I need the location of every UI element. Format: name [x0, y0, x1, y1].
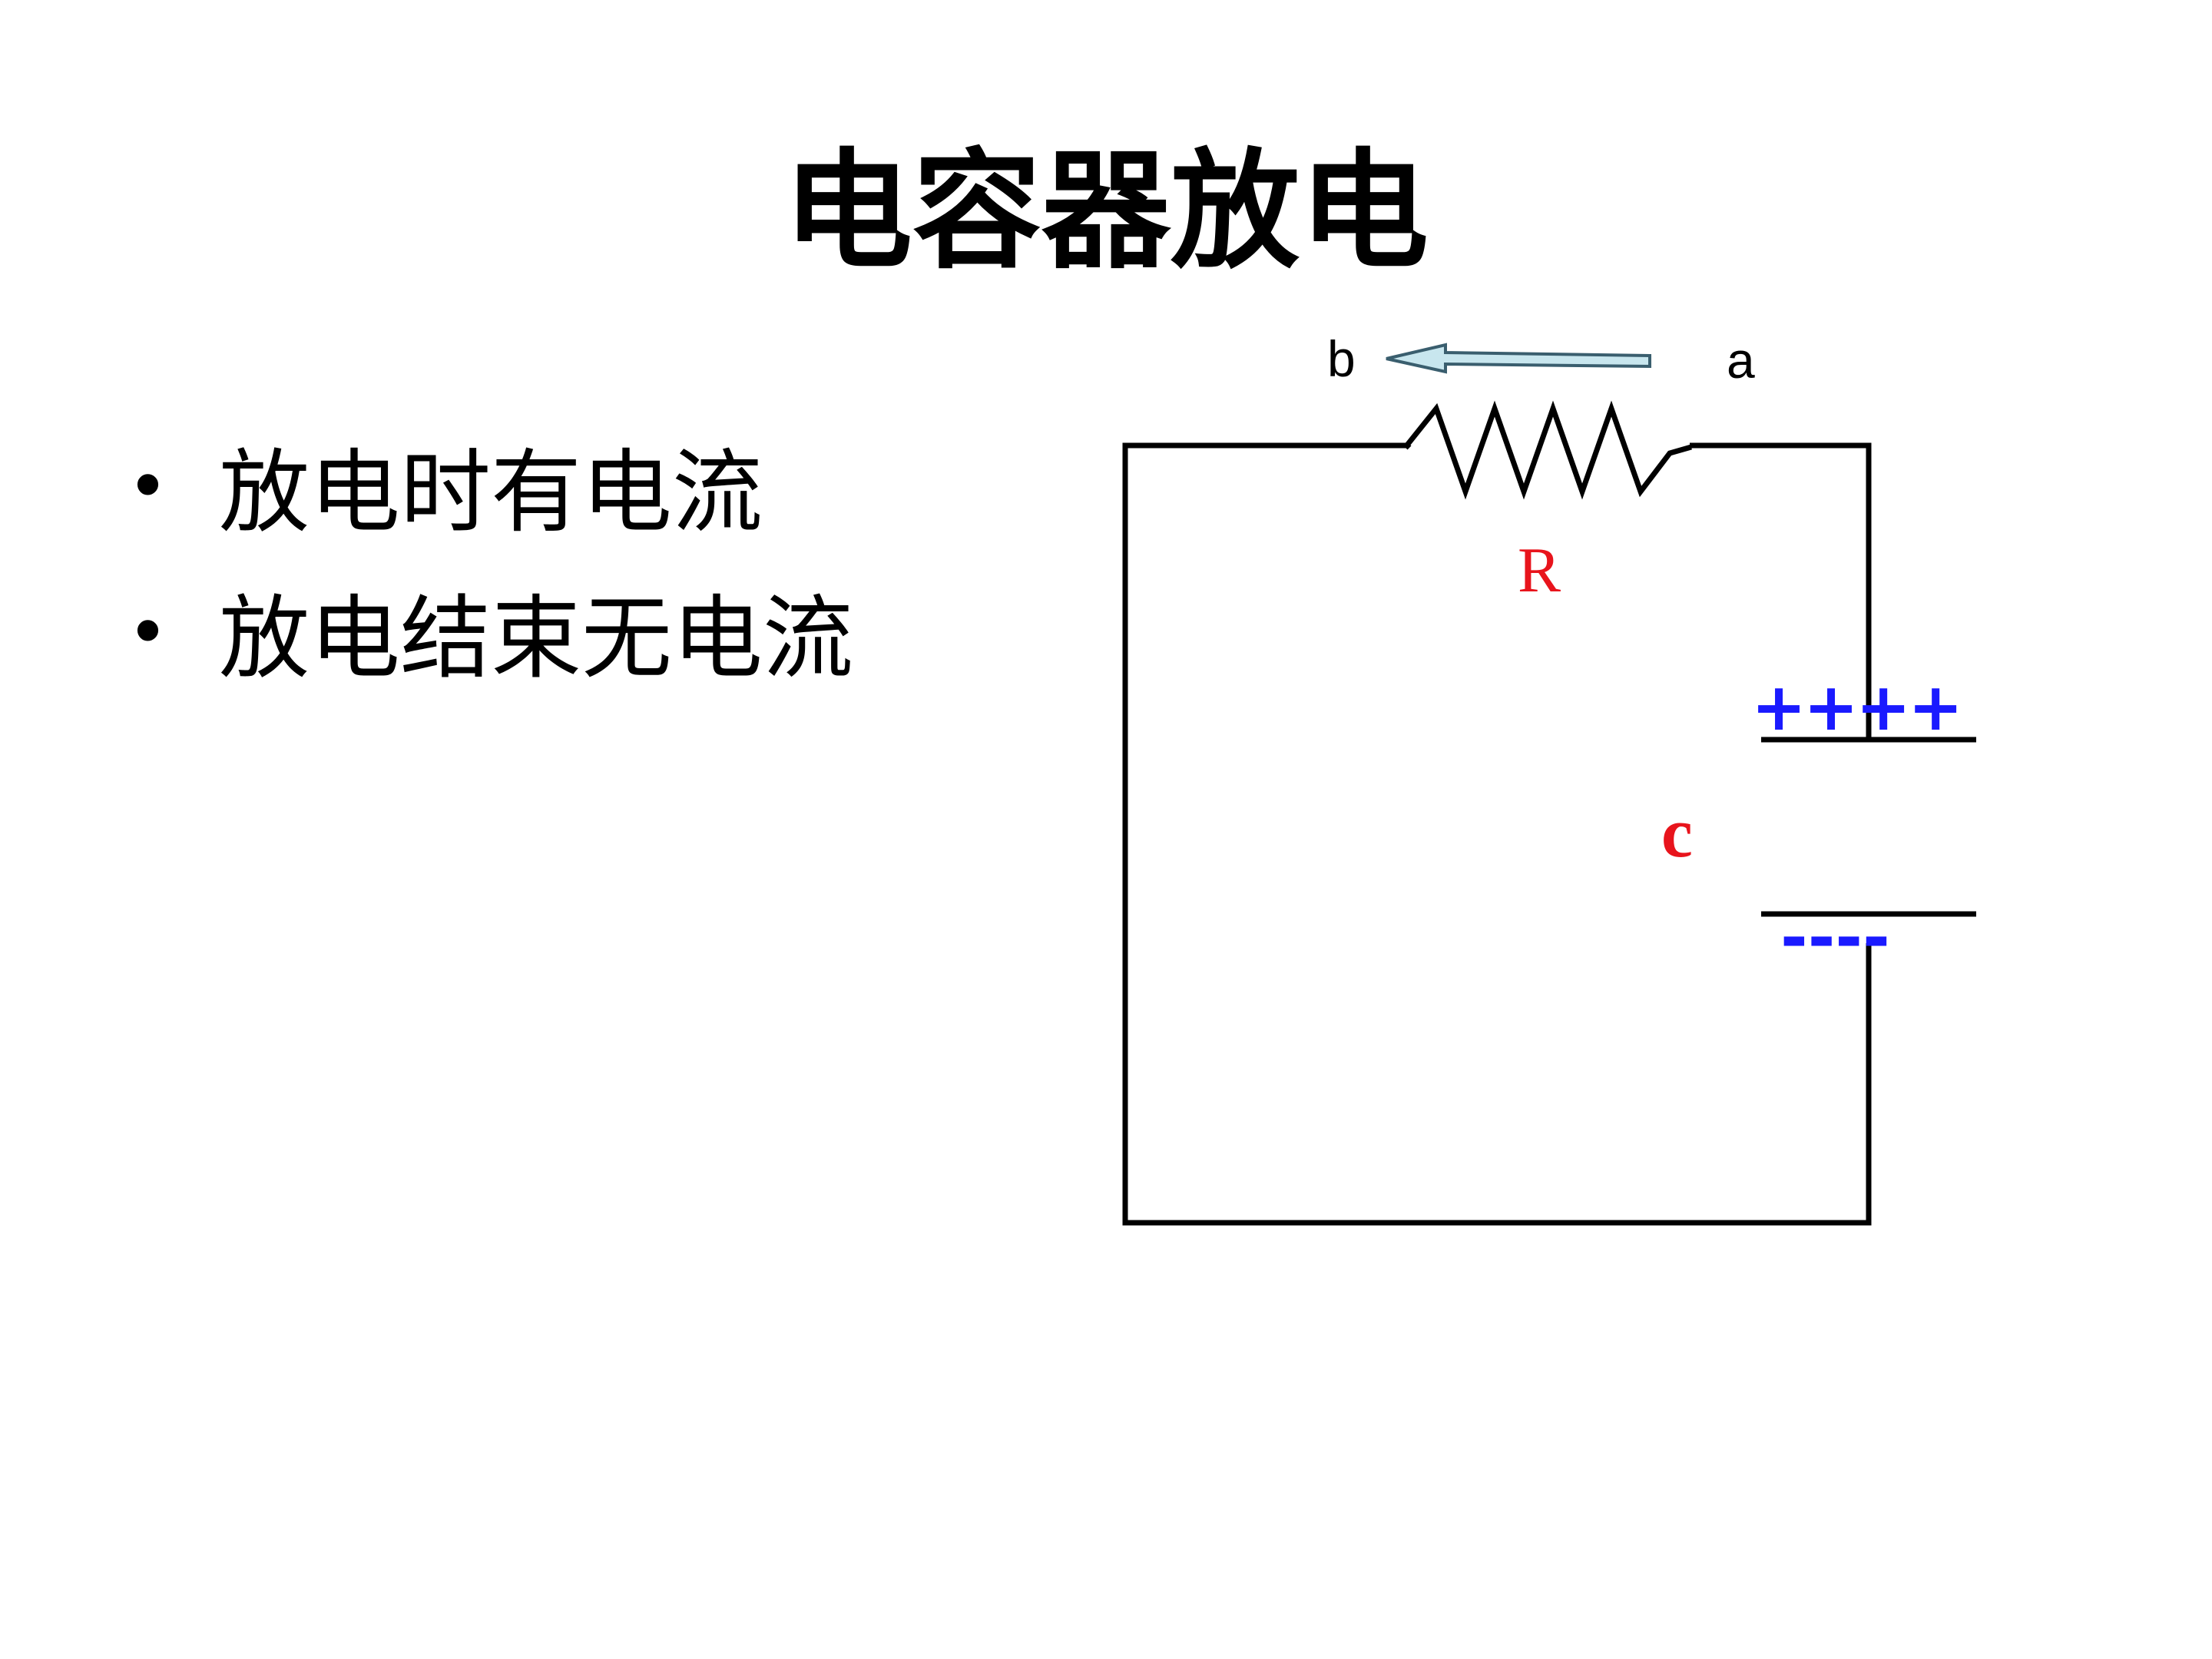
circuit-wire	[1122, 442, 1872, 1226]
node-a-label: a	[1727, 332, 1755, 389]
bullet-text: 放电结束无电流	[219, 584, 854, 691]
node-b-label: b	[1327, 330, 1356, 387]
current-arrow-icon	[1386, 343, 1651, 374]
resistor-label: R	[1518, 535, 1561, 606]
positive-charges: ++++	[1751, 669, 1960, 746]
bullet-dot-icon: •	[134, 586, 162, 673]
bullet-text: 放电时有电流	[219, 439, 763, 545]
circuit-wire	[1690, 442, 1872, 739]
negative-charges: ----	[1780, 899, 1890, 976]
resistor-symbol	[1403, 400, 1692, 500]
bullet-dot-icon: •	[134, 440, 162, 527]
bullet-list: • 放电时有电流 • 放电结束无电流	[134, 411, 853, 703]
capacitor-label: c	[1661, 793, 1693, 872]
slide-title: 电容器放电	[783, 134, 1429, 286]
bullet-item: • 放电结束无电流	[134, 557, 853, 703]
bullet-item: • 放电时有电流	[134, 411, 853, 557]
